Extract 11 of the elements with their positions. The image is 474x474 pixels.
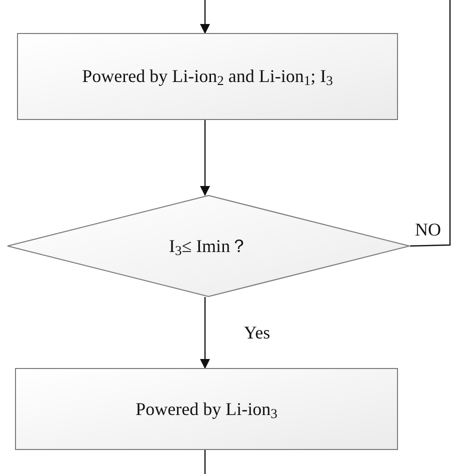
connector-line [410, 0, 451, 247]
connector-line [204, 450, 206, 474]
process-box [15, 368, 398, 450]
arrow [200, 120, 210, 196]
arrow [200, 297, 210, 369]
arrow [200, 0, 210, 34]
decision-diamond [7, 195, 410, 297]
node-text: Powered by Li-ion$_{2}$ and Li-ion$_{1}$; I$_{3}$ [82, 65, 333, 90]
process-box [17, 33, 398, 120]
node-text: I$_{3}$≤ Imin？ [168, 234, 248, 260]
node-text: Powered by Li-ion$_{3}$ [136, 398, 278, 422]
